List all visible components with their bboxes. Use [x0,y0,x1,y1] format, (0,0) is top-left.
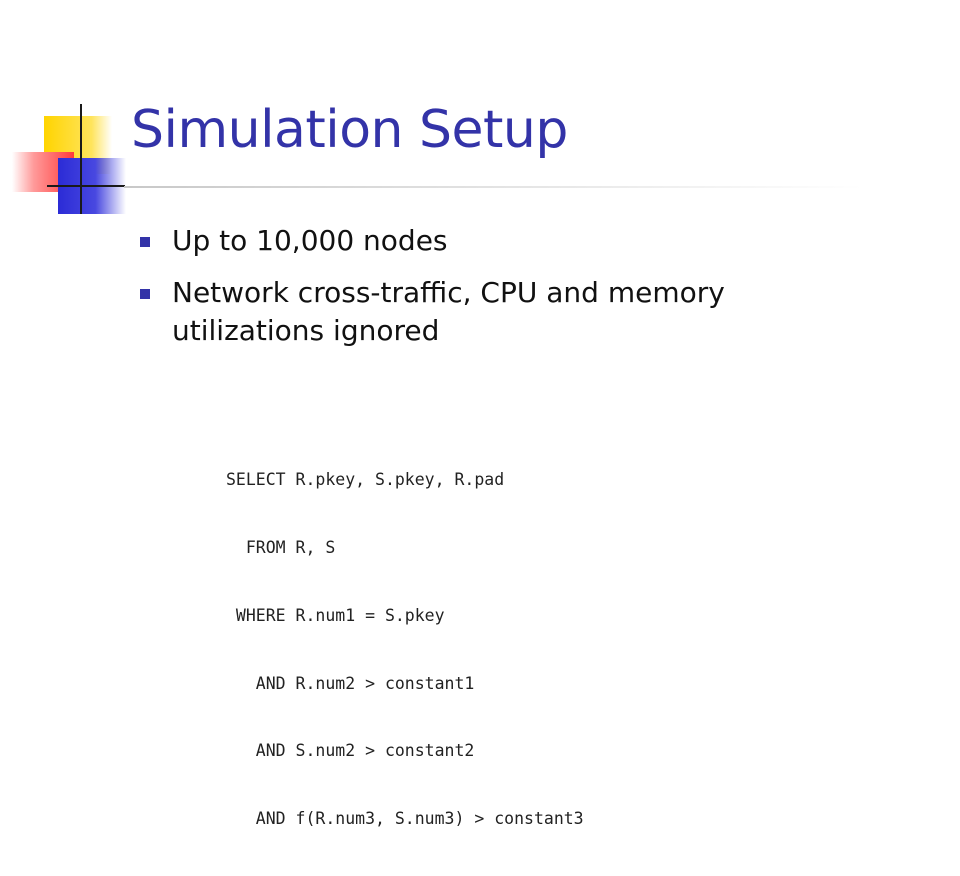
code-line: AND R.num2 > constant1 [226,673,475,693]
bullet-text: Network cross-traffic, CPU and memory ut… [172,276,725,347]
square-bullet-icon [140,289,150,299]
sql-code-block: SELECT R.pkey, S.pkey, R.pad FROM R, S W… [226,424,584,876]
code-line: AND S.num2 > constant2 [226,741,475,761]
logo-horizontal-line [47,185,125,187]
code-line: AND f(R.num3, S.num3) > constant3 [226,809,584,829]
code-line: SELECT R.pkey, S.pkey, R.pad [226,470,505,490]
title-underline [124,186,864,188]
bullet-text: Up to 10,000 nodes [172,224,448,257]
logo-vertical-line [80,104,82,214]
bullet-item: Network cross-traffic, CPU and memory ut… [136,274,856,350]
decorative-logo [0,0,140,230]
bullet-list: Up to 10,000 nodes Network cross-traffic… [136,222,856,364]
code-line: FROM R, S [226,537,336,557]
bullet-item: Up to 10,000 nodes [136,222,856,260]
slide-title: Simulation Setup [131,100,568,160]
code-line: WHERE R.num1 = S.pkey [226,605,445,625]
square-bullet-icon [140,237,150,247]
slide: Simulation Setup Up to 10,000 nodes Netw… [0,0,864,828]
